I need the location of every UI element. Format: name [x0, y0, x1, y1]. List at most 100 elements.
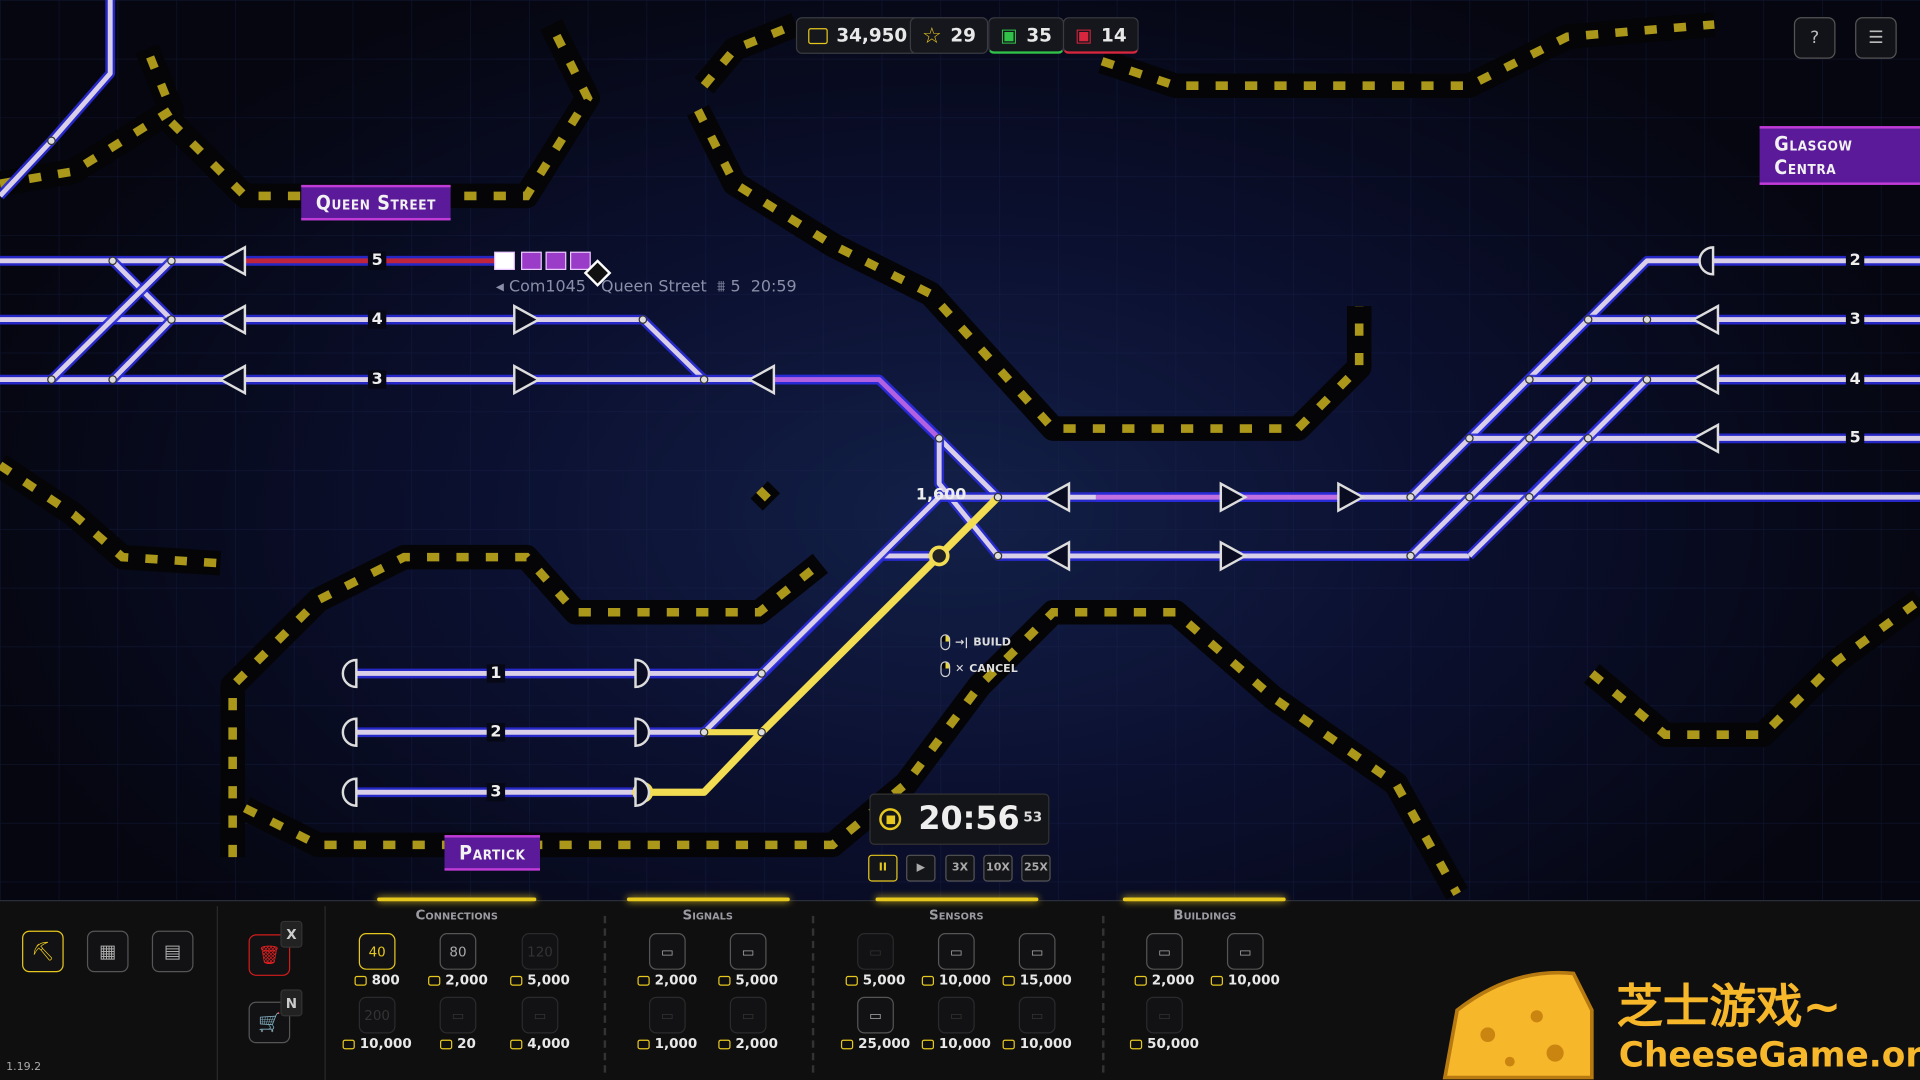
track-node: [993, 551, 1003, 561]
depot-tool[interactable]: ▭: [1146, 933, 1183, 970]
dots-sensor-tool[interactable]: ▭: [1018, 933, 1056, 970]
hazard-stripes: [168, 22, 593, 201]
speed-button[interactable]: ▶: [906, 854, 936, 882]
signal-icon: [1690, 304, 1720, 336]
track-80-tool[interactable]: 80: [439, 933, 477, 970]
cart-icon: 🛒: [257, 1011, 281, 1034]
track: [761, 377, 941, 441]
signal-icon: [746, 364, 776, 396]
track-node: [108, 256, 117, 266]
dots-sensor-icon: ▭: [1030, 1007, 1044, 1024]
track: [0, 317, 706, 382]
shop-shortcut-key: N: [280, 989, 303, 1017]
platform-number: 4: [1845, 370, 1865, 389]
timetable-button[interactable]: ▤: [151, 930, 194, 973]
chip-icon: ▦: [99, 940, 117, 963]
block-signal-icon: [341, 658, 358, 689]
tool-price: 10,000: [921, 972, 991, 988]
dash-sensor-tool[interactable]: ▭: [937, 996, 975, 1034]
star-icon: ☆: [922, 22, 942, 49]
track-40-tool[interactable]: 40: [358, 933, 396, 970]
wallet-icon: [354, 975, 367, 986]
bridge-tool[interactable]: ▭: [1226, 933, 1264, 970]
tool-price: 2,000: [1134, 972, 1194, 988]
wallet-icon: [1129, 1038, 1143, 1049]
wallet-icon: [718, 1038, 731, 1049]
track-80-icon: 80: [449, 943, 467, 960]
speed-button[interactable]: 10X: [983, 854, 1013, 882]
wallet-icon: [921, 1038, 935, 1049]
signal-icon: [217, 304, 247, 336]
list-icon: ☰: [1868, 28, 1884, 48]
track-200-tool[interactable]: 200: [358, 996, 396, 1034]
tool-price: 5,000: [510, 972, 570, 988]
platform-number: 5: [367, 251, 387, 271]
double-line-sensor-tool[interactable]: ▭: [857, 996, 894, 1034]
tool-price: 10,000: [921, 1036, 991, 1052]
train-locomotive: [583, 259, 612, 287]
track: [49, 259, 174, 382]
warehouse-tool[interactable]: ▭: [1146, 996, 1183, 1034]
station-partick[interactable]: Partick: [444, 835, 541, 871]
warehouse-icon: ▭: [1158, 1007, 1171, 1024]
logic-mode-button[interactable]: ▦: [86, 930, 129, 973]
track-node: [47, 375, 56, 384]
tool-price: 15,000: [1002, 972, 1072, 988]
block-signal-tool[interactable]: ▭: [648, 933, 686, 970]
track-node: [167, 315, 176, 324]
track-120-icon: 120: [527, 943, 553, 960]
track: [49, 0, 113, 143]
sensor-line-tool[interactable]: ▭: [857, 933, 894, 970]
station-queen-street[interactable]: Queen Street: [301, 184, 451, 221]
signals: [217, 245, 1720, 807]
track-120-tool[interactable]: 120: [521, 933, 559, 970]
signal-icon: [1219, 481, 1248, 513]
track-node: [638, 315, 648, 324]
block-signal-icon: [1698, 246, 1715, 276]
wallet-icon: [428, 975, 441, 986]
section-title: Buildings: [1173, 907, 1237, 924]
tool-price: 25,000: [840, 1036, 910, 1052]
speed-button[interactable]: II: [868, 854, 898, 882]
cancel-hint: ✕CANCEL: [940, 661, 1018, 678]
menu-button[interactable]: ☰: [1855, 17, 1897, 59]
wallet-icon: [1002, 975, 1015, 986]
track-node: [934, 434, 944, 443]
link-signal-tool[interactable]: ▭: [729, 996, 767, 1034]
track: [110, 317, 174, 382]
hazard-stripes: [228, 552, 824, 858]
speed-button[interactable]: 3X: [945, 854, 975, 882]
dots-sensor-tool[interactable]: ▭: [1018, 996, 1056, 1034]
tool-price: 50,000: [1129, 1036, 1199, 1052]
turnout-tool[interactable]: ▭: [521, 996, 559, 1034]
track-node: [1406, 551, 1415, 561]
track-40-icon: 40: [368, 943, 386, 960]
help-button[interactable]: ?: [1793, 17, 1836, 59]
platform-number: 2: [486, 723, 506, 742]
train-info-label[interactable]: ◂ Com1045 Queen Street ⩩ 5 20:59: [495, 277, 797, 297]
train-car: [494, 251, 515, 271]
speed-button[interactable]: 25X: [1021, 854, 1051, 882]
platform-sensor-tool[interactable]: ▭: [937, 933, 975, 970]
delete-button[interactable]: 🗑: [248, 934, 291, 976]
wallet-icon: [637, 975, 650, 986]
cursor-node: [928, 545, 950, 567]
build-mode-button[interactable]: ⛏: [22, 930, 64, 973]
path-signal-tool[interactable]: ▭: [729, 933, 767, 970]
bumper-tool[interactable]: ▭: [439, 996, 477, 1034]
train-icon: ▣: [1000, 23, 1018, 46]
chain-signal-tool[interactable]: ▭: [648, 996, 686, 1034]
wallet-icon: [921, 975, 935, 986]
block-signal-icon: [634, 658, 651, 689]
signal-icon: [513, 304, 542, 336]
train-car: [570, 251, 591, 271]
turnout-icon: ▭: [533, 1007, 547, 1024]
hazard-stripes: [1589, 596, 1920, 739]
track-node: [167, 256, 176, 266]
station-glasgow-central[interactable]: Glasgow Centra: [1759, 126, 1920, 185]
money-counter: 34,950: [795, 17, 920, 54]
hazard-stripes: [756, 486, 775, 506]
tool-price: 10,000: [342, 1036, 412, 1052]
track-node: [1642, 375, 1652, 384]
